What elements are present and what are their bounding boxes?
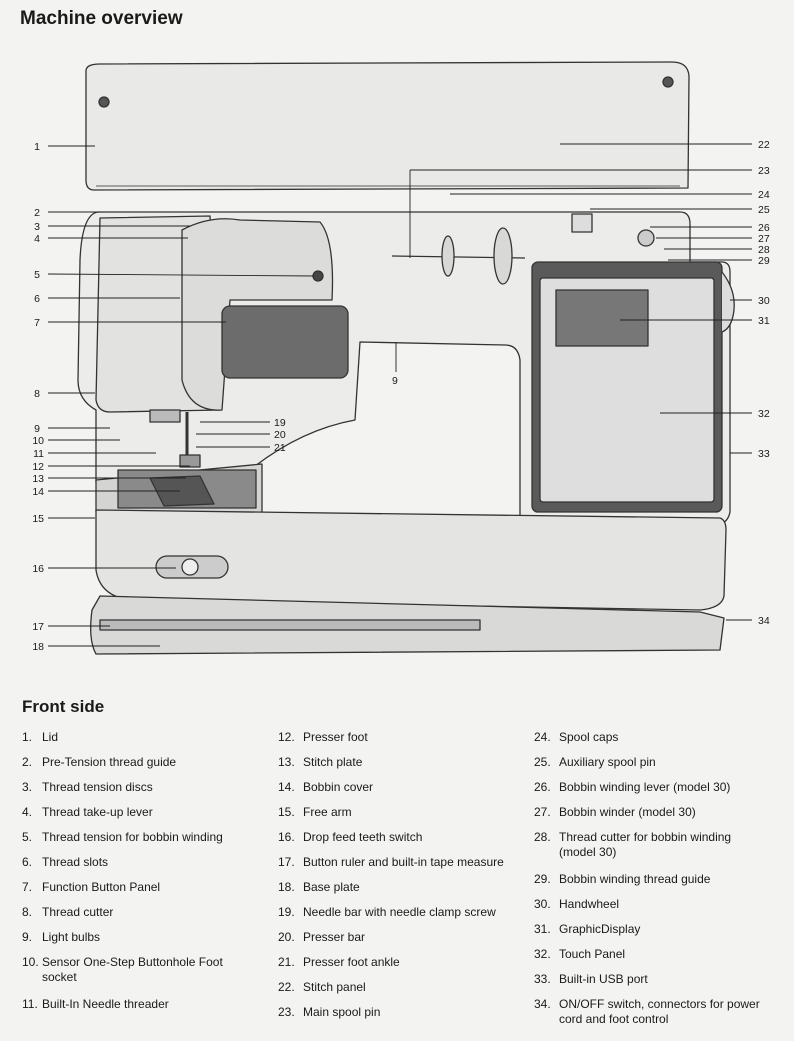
list-item: 16.Drop feed teeth switch [278,830,423,844]
callout-9: 9 [34,423,40,435]
list-item: 17.Button ruler and built-in tape measur… [278,855,504,869]
section-title-front-side: Front side [22,697,105,716]
list-item: 20.Presser bar [278,930,366,944]
list-item: 15.Free arm [278,805,352,819]
list-item: 11.Built-In Needle threader [22,997,169,1011]
callout-10: 10 [32,435,44,447]
callout-13: 13 [32,473,44,485]
list-item: 28.Thread cutter for bobbin winding (mod… [534,830,732,859]
list-item: 9.Light bulbs [22,930,101,944]
callout-23: 23 [758,165,770,177]
list-item: 24.Spool caps [534,730,619,744]
callout-17: 17 [32,621,44,633]
callout-33: 33 [758,448,770,460]
callout-14: 14 [32,486,44,498]
list-item: 26.Bobbin winding lever (model 30) [534,780,731,794]
parts-list-column-2: 12.Presser foot 13.Stitch plate 14.Bobbi… [278,730,504,1030]
callout-3: 3 [34,221,40,233]
callout-9-center: 9 [392,375,398,387]
callout-24: 24 [758,189,770,201]
parts-list-column-3: 24.Spool caps 25.Auxiliary spool pin 26.… [534,730,774,1039]
list-item: 7.Function Button Panel [22,880,161,894]
callout-28: 28 [758,244,770,256]
list-item: 30.Handwheel [534,897,620,911]
callout-19: 19 [274,417,286,429]
callout-27: 27 [758,233,770,245]
list-item: 32.Touch Panel [534,947,626,961]
sewing-machine-diagram: 1 2 3 4 5 6 7 8 9 10 11 12 13 14 15 16 1… [32,61,770,655]
list-item: 25.Auxiliary spool pin [534,755,656,769]
list-item: 3.Thread tension discs [22,780,153,794]
list-item: 33.Built-in USB port [534,972,648,986]
callout-15: 15 [32,513,44,525]
callout-6: 6 [34,293,40,305]
list-item: 23.Main spool pin [278,1005,381,1019]
callout-2: 2 [34,207,40,219]
callout-11: 11 [33,448,44,460]
list-item: 31.GraphicDisplay [534,922,641,936]
list-item: 18.Base plate [278,880,360,894]
list-item: 19.Needle bar with needle clamp screw [278,905,496,919]
callout-31: 31 [758,315,770,327]
parts-list-column-1: 1.Lid 2.Pre-Tension thread guide 3.Threa… [22,730,257,1022]
callout-16: 16 [32,563,44,575]
callout-5: 5 [34,269,40,281]
list-item: 2.Pre-Tension thread guide [22,755,177,769]
list-item: 34.ON/OFF switch, connectors for power c… [534,997,760,1026]
callout-1: 1 [34,141,40,153]
list-item: 14.Bobbin cover [278,780,374,794]
callout-25: 25 [758,204,770,216]
callout-7: 7 [34,317,40,329]
callout-32: 32 [758,408,770,420]
list-item: 6.Thread slots [22,855,109,869]
lid-illustration [85,61,690,191]
list-item: 12.Presser foot [278,730,368,744]
callout-8: 8 [34,388,40,400]
page-title: Machine overview [20,8,183,29]
list-item: 5.Thread tension for bobbin winding [22,830,223,844]
list-item: 22.Stitch panel [278,980,366,994]
list-item: 29.Bobbin winding thread guide [534,872,711,886]
callout-12: 12 [32,461,44,473]
list-item: 27.Bobbin winder (model 30) [534,805,696,819]
list-item: 4.Thread take-up lever [22,805,153,819]
callout-34: 34 [758,615,770,627]
callout-22: 22 [758,139,770,151]
list-item: 10.Sensor One-Step Buttonhole Foot socke… [22,955,223,984]
callout-21: 21 [274,442,286,454]
callout-18: 18 [32,641,44,653]
callout-30: 30 [758,295,770,307]
callout-26: 26 [758,222,770,234]
list-item: 8.Thread cutter [22,905,114,919]
callout-20: 20 [274,429,286,441]
list-item: 13.Stitch plate [278,755,363,769]
list-item: 21.Presser foot ankle [278,955,400,969]
callout-4: 4 [34,233,40,245]
list-item: 1.Lid [22,730,59,744]
callout-29: 29 [758,255,770,267]
